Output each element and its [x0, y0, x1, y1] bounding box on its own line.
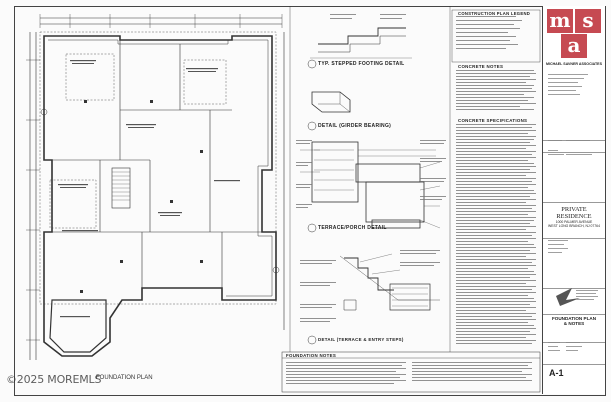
logo-letter-s: s	[575, 9, 601, 33]
girder-detail-title: DETAIL (GIRDER BEARING)	[318, 123, 392, 129]
project-name: PRIVATE RESIDENCE	[556, 206, 592, 220]
sheet-title: FOUNDATION PLAN & NOTES	[545, 316, 603, 327]
footing-detail-title: TYP. STEPPED FOOTING DETAIL	[318, 61, 405, 67]
concrete-notes-title: CONCRETE NOTES	[458, 64, 504, 69]
entry-steps-detail-title: DETAIL (TERRACE & ENTRY STEPS)	[318, 337, 404, 342]
project-info: PRIVATE RESIDENCE 1000 PALMER AVENUE WES…	[545, 206, 603, 228]
legend-title: CONSTRUCTION PLAN LEGEND	[458, 11, 531, 16]
sheet-number: A-1	[549, 368, 564, 378]
plan-title: FOUNDATION PLAN	[96, 375, 153, 381]
firm-name: MICHAEL SAVNER ASSOCIATES	[546, 62, 602, 66]
project-address-line2: WEST LONG BRANCH, NJ 07764	[548, 224, 600, 228]
terrace-detail-title: TERRACE/PORCH DETAIL	[318, 225, 387, 231]
sheet-title-line2: & NOTES	[563, 321, 585, 327]
firm-logo: m s a	[547, 9, 603, 59]
sheet-border	[14, 6, 606, 396]
logo-letter-a: a	[561, 34, 587, 58]
sheet-title-line1: FOUNDATION PLAN	[551, 316, 597, 321]
project-address-line1: 1000 PALMER AVENUE	[555, 220, 593, 224]
concrete-specs-title: CONCRETE SPECIFICATIONS	[458, 118, 528, 123]
title-block	[542, 6, 605, 394]
logo-letter-m: m	[547, 9, 573, 33]
foundation-notes-title: FOUNDATION NOTES	[286, 353, 337, 358]
watermark: ©2025 MOREMLS	[6, 373, 102, 386]
